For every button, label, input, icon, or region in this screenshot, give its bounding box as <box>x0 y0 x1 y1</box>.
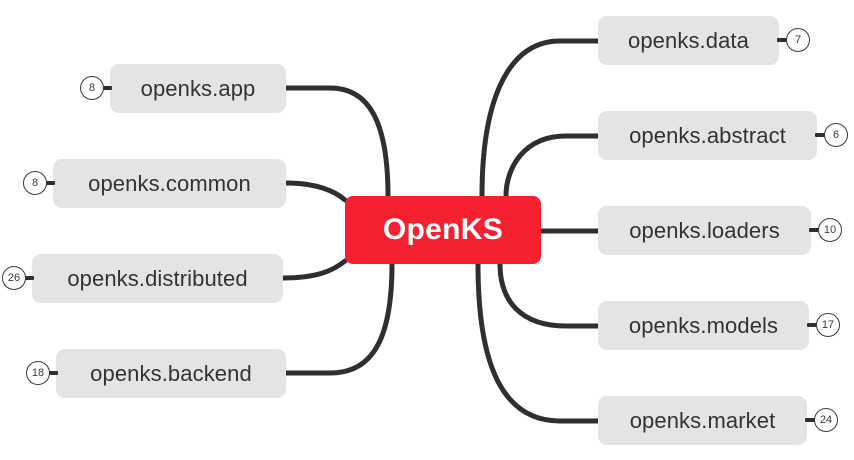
collapse-badge-openks-backend[interactable]: 18 <box>26 361 50 385</box>
collapse-badge-count: 10 <box>823 224 837 236</box>
branch-node-openks-models[interactable]: openks.models <box>598 301 809 350</box>
collapse-badge-count: 7 <box>794 34 802 46</box>
collapse-badge-openks-loaders[interactable]: 10 <box>818 218 842 242</box>
branch-node-openks-data[interactable]: openks.data <box>598 16 779 65</box>
edge-root-distributed <box>280 258 348 281</box>
branch-node-openks-distributed[interactable]: openks.distributed <box>32 254 283 303</box>
badge-stub <box>102 86 112 90</box>
branch-node-label: openks.abstract <box>629 122 786 148</box>
branch-node-openks-loaders[interactable]: openks.loaders <box>598 206 811 255</box>
edge-root-data <box>479 38 601 199</box>
collapse-badge-openks-distributed[interactable]: 26 <box>2 266 26 290</box>
branch-node-label: openks.data <box>628 27 749 53</box>
collapse-badge-count: 17 <box>821 319 835 331</box>
badge-stub <box>45 181 55 185</box>
collapse-badge-count: 18 <box>31 367 45 379</box>
collapse-badge-openks-app[interactable]: 8 <box>80 76 104 100</box>
badge-stub <box>809 228 819 232</box>
branch-node-label: openks.app <box>140 75 256 101</box>
branch-node-openks-backend[interactable]: openks.backend <box>56 349 286 398</box>
edge-root-common <box>283 180 348 203</box>
badge-stub <box>24 276 34 280</box>
branch-node-label: openks.common <box>88 170 251 196</box>
collapse-badge-openks-models[interactable]: 17 <box>816 313 840 337</box>
badge-stub <box>48 371 58 375</box>
collapse-badge-openks-common[interactable]: 8 <box>23 171 47 195</box>
badge-stub <box>815 133 825 137</box>
badge-stub <box>777 38 787 42</box>
collapse-badge-count: 8 <box>31 177 39 189</box>
collapse-badge-openks-abstract[interactable]: 6 <box>824 123 848 147</box>
branch-node-label: openks.backend <box>90 360 252 386</box>
edge-root-market <box>475 261 601 424</box>
edge-root-backend <box>283 261 395 376</box>
branch-node-openks-common[interactable]: openks.common <box>53 159 286 208</box>
branch-node-label: openks.loaders <box>629 217 780 243</box>
root-node-label: OpenKS <box>382 213 504 246</box>
branch-node-label: openks.market <box>629 407 776 433</box>
collapse-badge-count: 26 <box>7 272 21 284</box>
collapse-badge-count: 8 <box>88 82 96 94</box>
edge-root-models <box>497 261 601 329</box>
badge-stub <box>807 323 817 327</box>
branch-node-label: openks.models <box>628 312 779 338</box>
branch-node-openks-market[interactable]: openks.market <box>598 396 807 445</box>
collapse-badge-count: 24 <box>819 414 833 426</box>
branch-node-label: openks.distributed <box>67 265 248 291</box>
collapse-badge-count: 6 <box>832 129 840 141</box>
badge-stub <box>805 418 815 422</box>
edge-root-app <box>283 85 391 199</box>
branch-node-openks-app[interactable]: openks.app <box>110 64 286 113</box>
root-node-openks[interactable]: OpenKS <box>345 196 541 264</box>
collapse-badge-openks-data[interactable]: 7 <box>786 28 810 52</box>
collapse-badge-openks-market[interactable]: 24 <box>814 408 838 432</box>
edge-root-abstract <box>503 133 601 199</box>
branch-node-openks-abstract[interactable]: openks.abstract <box>598 111 817 160</box>
